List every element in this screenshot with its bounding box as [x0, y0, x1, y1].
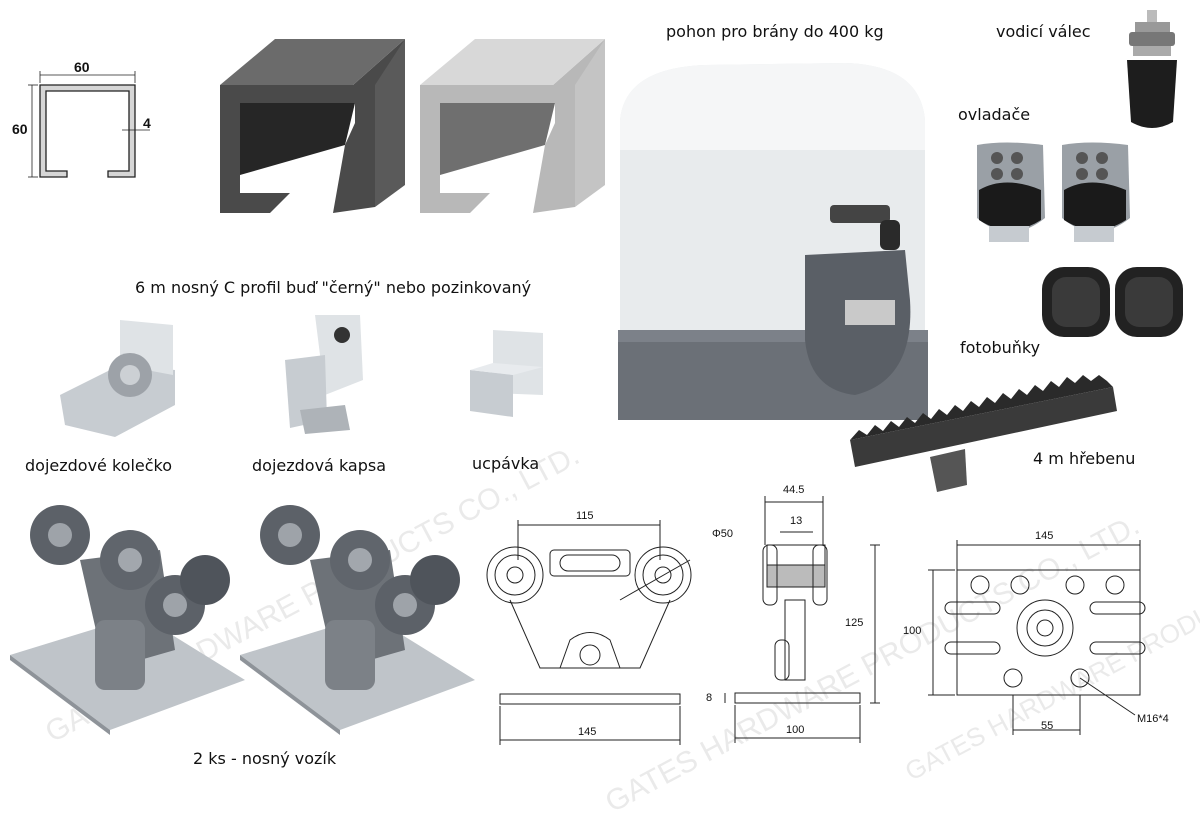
- trolley-side-view-drawing: [486, 520, 692, 745]
- top-width-dim: 145: [1035, 530, 1054, 542]
- black-c-profile-image: [220, 39, 405, 213]
- rack-label: 4 m hřebenu: [1033, 449, 1136, 468]
- side-top-dim: 115: [576, 510, 594, 522]
- remote-controls-image: [977, 142, 1130, 242]
- galvanized-c-profile-image: [420, 39, 605, 213]
- profile-label: 6 m nosný C profil buď "černý" nebo pozi…: [135, 278, 532, 297]
- end-pocket-image: [285, 315, 363, 434]
- side-wheel-dim: Φ50: [712, 528, 734, 540]
- end-cap-label: ucpávka: [472, 454, 540, 473]
- trolley-top-view-drawing: [928, 540, 1146, 735]
- motor-label: pohon pro brány do 400 kg: [666, 22, 884, 41]
- end-roller-label: dojezdové kolečko: [25, 456, 173, 475]
- gear-rack-image: [850, 375, 1117, 492]
- front-plate-dim: 8: [706, 692, 713, 704]
- top-spacing-dim: 55: [1041, 720, 1054, 732]
- photocells-label: fotobuňky: [960, 338, 1041, 357]
- end-cap-image: [470, 330, 543, 417]
- front-top-dim: 44.5: [783, 484, 805, 496]
- profile-height-dim: 60: [12, 121, 28, 137]
- gate-motor-image: [618, 63, 928, 420]
- top-bolt-dim: M16*4: [1137, 713, 1169, 725]
- side-bottom-dim: 145: [578, 726, 597, 738]
- trolley-label: 2 ks - nosný vozík: [193, 749, 337, 768]
- end-pocket-label: dojezdová kapsa: [252, 456, 387, 475]
- guide-roller-image: [1127, 10, 1177, 128]
- remotes-label: ovladače: [958, 105, 1031, 124]
- front-height-dim: 125: [845, 617, 864, 629]
- front-middle-dim: 13: [790, 515, 803, 527]
- front-bottom-dim: 100: [786, 724, 805, 736]
- photocells-image: [1042, 267, 1183, 337]
- guide-roller-label: vodicí válec: [996, 22, 1091, 41]
- end-roller-image: [60, 320, 175, 437]
- profile-width-dim: 60: [74, 59, 90, 75]
- c-profile-drawing: [28, 71, 150, 178]
- trolley-image-2: [240, 505, 475, 735]
- top-height-dim: 100: [903, 625, 922, 637]
- profile-thickness-dim: 4: [143, 115, 151, 131]
- trolley-front-view-drawing: [724, 496, 880, 743]
- trolley-image-1: [10, 505, 245, 735]
